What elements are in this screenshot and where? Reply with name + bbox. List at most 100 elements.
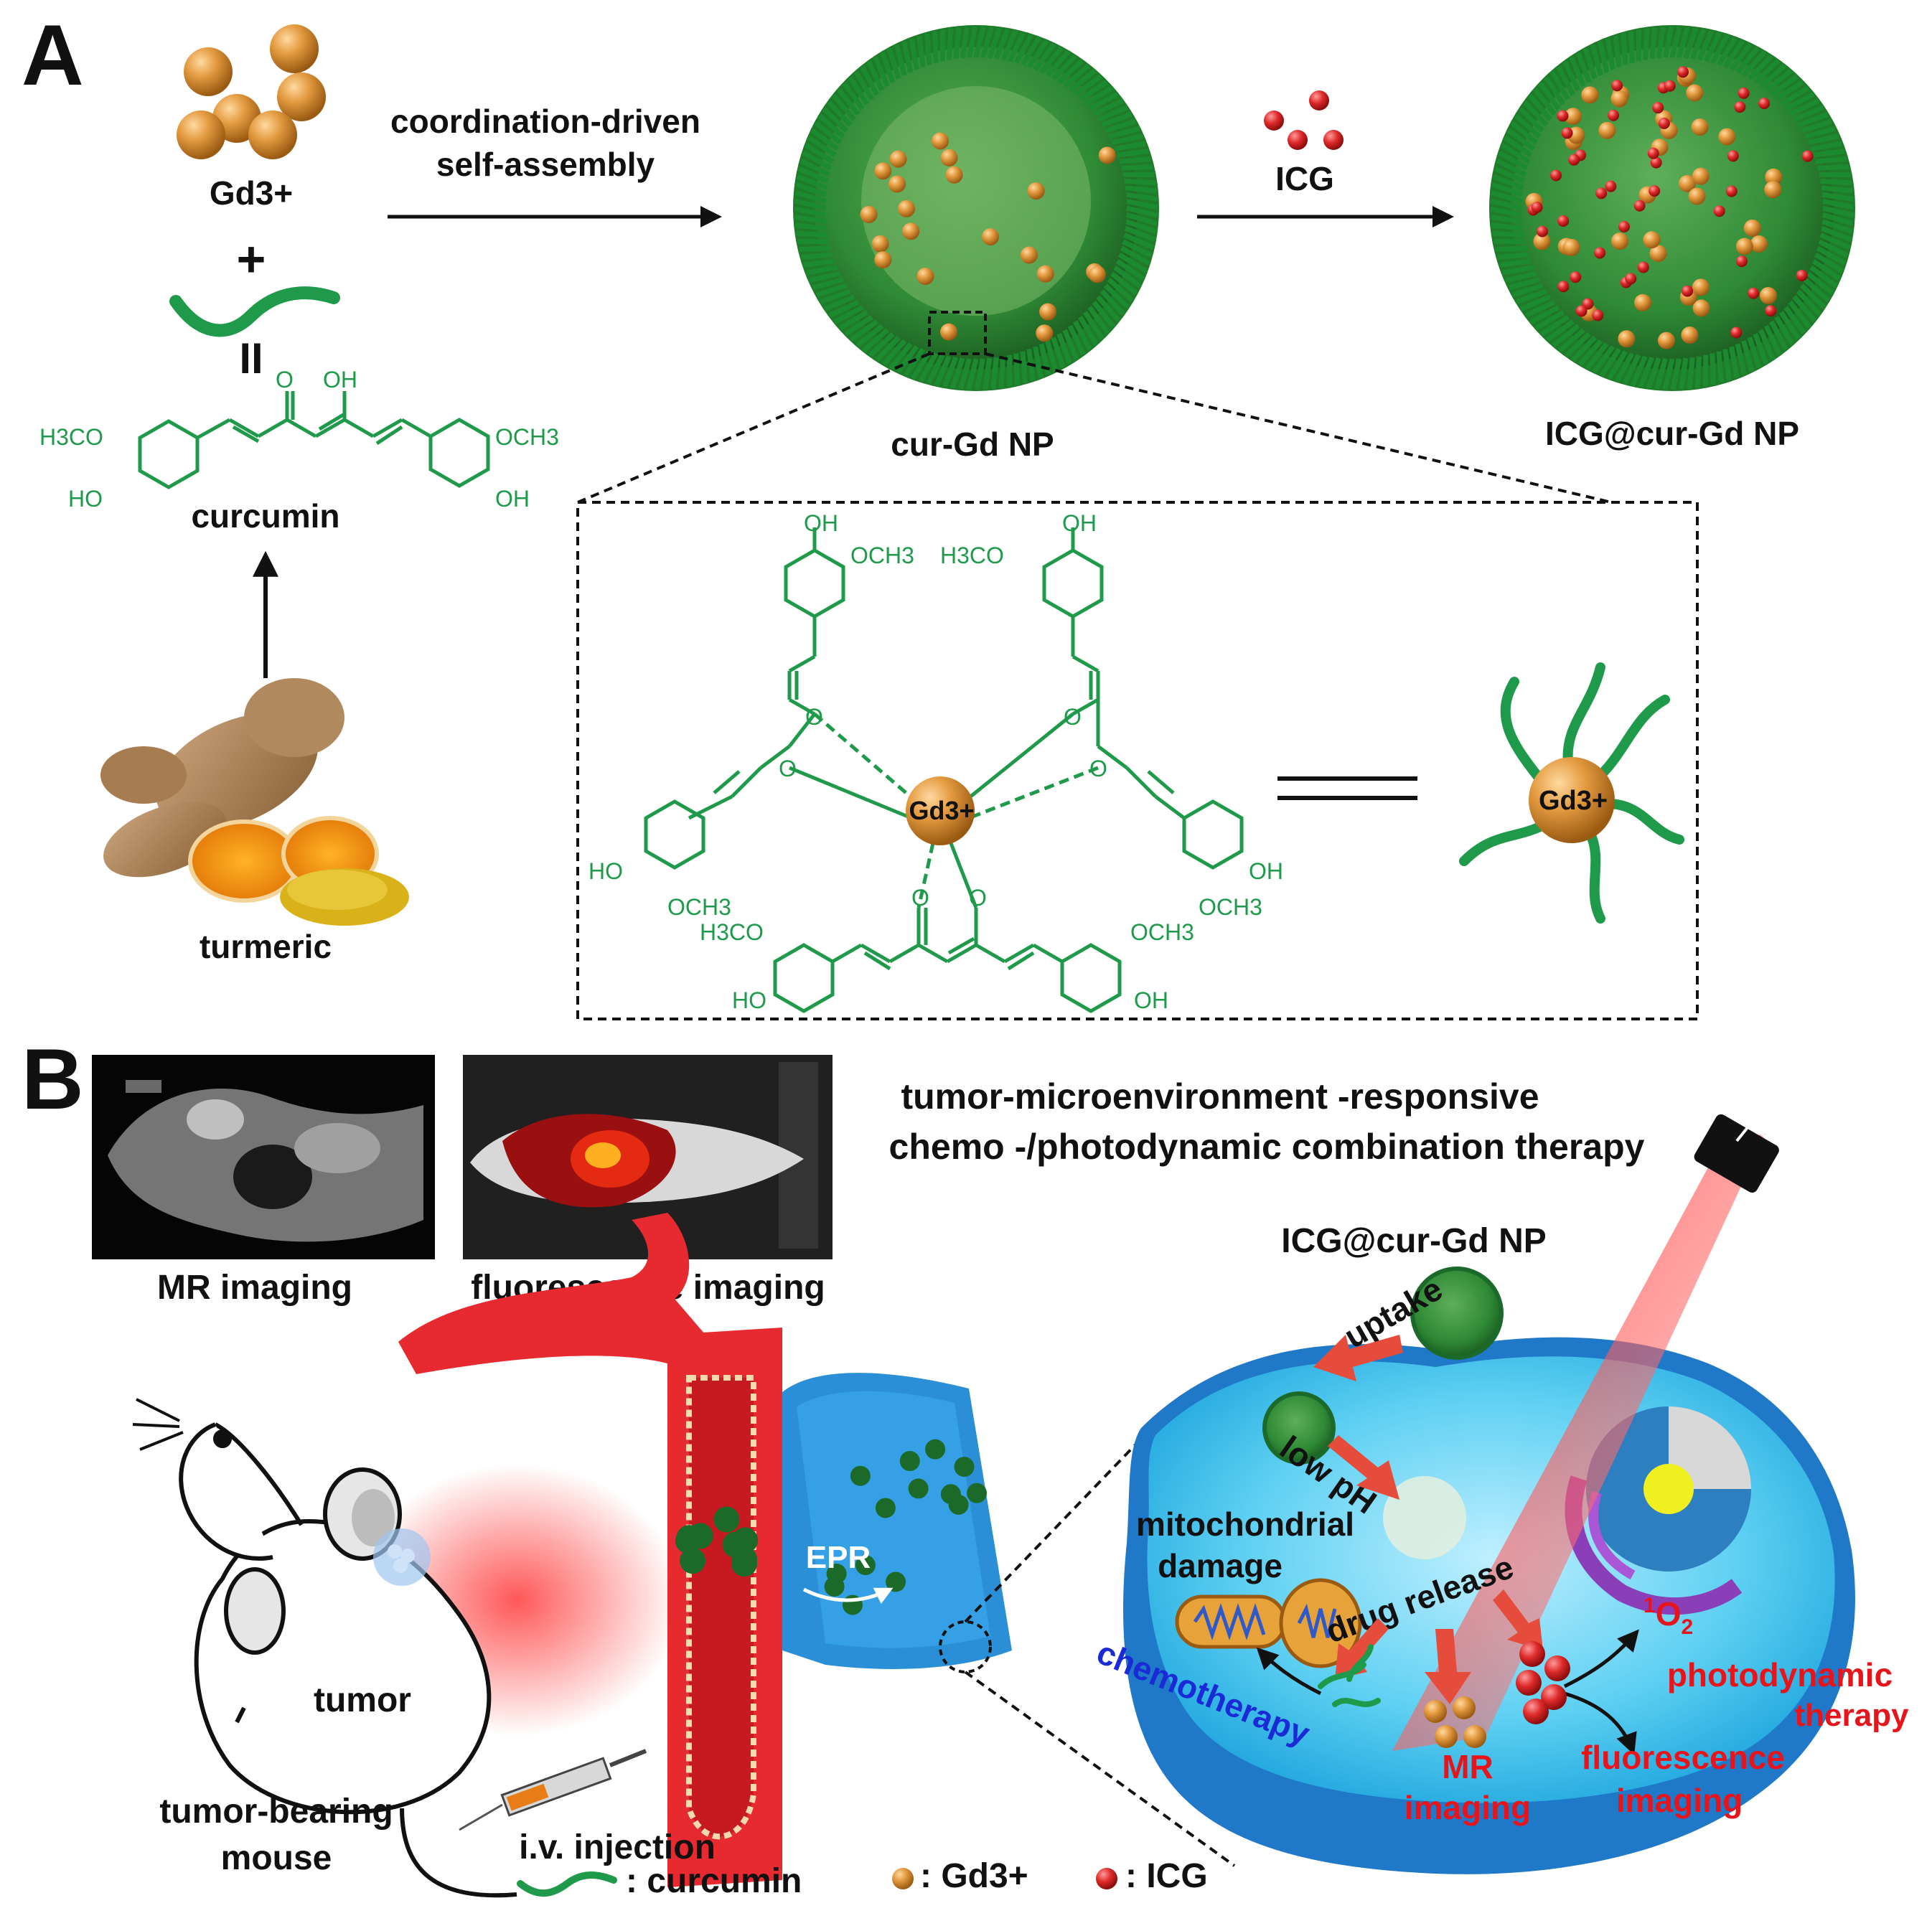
svg-text:OH: OH [323,367,357,393]
tumor-label: tumor [314,1681,411,1719]
epr-arrow [802,1587,894,1605]
cur-gd-np-label: cur-Gd NP [891,426,1054,463]
released-gd [1424,1696,1486,1748]
equals-sign: II [239,334,263,382]
legend-curcumin-icon [517,1871,617,1897]
svg-text:HO: HO [68,486,103,512]
panel-a-label: A [22,7,84,103]
gd-ion-label: Gd3+ [210,174,293,212]
mr-image [92,1055,435,1259]
epr-label: EPR [806,1540,871,1575]
svg-text:O: O [805,704,823,730]
fluorescence-label-line1: fluorescence [1581,1739,1785,1776]
complex-gd-label: Gd3+ [909,796,974,825]
svg-text:OCH3: OCH3 [667,894,731,920]
photodynamic-label: photodynamic [1667,1656,1893,1694]
svg-text:H3CO: H3CO [39,424,103,450]
tissue-zoom-circle [939,1620,992,1673]
svg-text:O: O [969,885,987,911]
gd-ions-group [177,24,326,159]
zoom-box [928,311,987,355]
laser-source [1392,1114,1779,1751]
svg-text:H3CO: H3CO [940,542,1004,568]
zoom-line-right [985,352,1612,504]
svg-text:HO: HO [588,858,623,884]
legend-gd-text: : Gd3+ [920,1857,1028,1895]
fluorescence-image [463,1055,833,1259]
tumor-tissue [782,1373,1012,1673]
arrow-to-1o2 [1563,1629,1639,1688]
svg-text:O: O [1089,756,1107,781]
legend: : curcumin : Gd3+ : ICG [517,1857,1208,1900]
svg-text:Gd3+: Gd3+ [1539,786,1608,816]
blood-vessel [352,1213,782,1887]
svg-text:OCH3: OCH3 [1199,894,1262,920]
icg-dots-group [1264,90,1344,150]
legend-curcumin-text: : curcumin [626,1862,802,1900]
mouse-label-line1: tumor-bearing [159,1793,393,1831]
therapy-label: therapy [1795,1698,1909,1733]
cell-np-label: ICG@cur-Gd NP [1281,1222,1547,1260]
svg-text:OCH3: OCH3 [1130,919,1194,945]
released-curcumin [1318,1644,1381,1707]
mr-imaging-label-line1: MR [1442,1748,1493,1785]
svg-text:OH: OH [1249,858,1283,884]
legend-icg-text: : ICG [1125,1857,1208,1895]
svg-text:HO: HO [732,987,766,1013]
legend-icg-icon [1096,1868,1117,1889]
svg-text:OH: OH [804,510,838,536]
turmeric-image [100,678,409,926]
surface-np [1262,1267,1504,1559]
svg-text:O: O [1064,704,1082,730]
heading-line2: chemo -/photodynamic combination therapy [889,1127,1645,1167]
curcumin-structure [138,391,490,489]
svg-text:OH: OH [1062,510,1097,536]
panel-b-label: B [22,1031,84,1127]
icg-label: ICG [1275,160,1334,197]
step1-label-line1: coordination-driven [390,103,700,140]
cell-zoom-line-bottom [964,1671,1236,1867]
complex-box [576,501,1699,1020]
zoom-line-left [577,352,930,504]
mouse-illustration [132,1398,517,1898]
curcumin-label: curcumin [191,497,339,535]
mouse-label-line2: mouse [221,1839,332,1877]
tumor-spot [373,1528,431,1586]
simplified-complex: Gd3+ [1459,662,1684,924]
mito-label-line1: mitochondrial [1136,1505,1354,1543]
mito-label-line2: damage [1158,1547,1282,1584]
singlet-oxygen-label: 1O2 [1643,1594,1693,1639]
released-icg [1516,1641,1570,1724]
cur-gd-np-sphere [793,25,1159,391]
complex-atom-labels: OH OCH3 OH H3CO HO OCH3 OH OCH3 H3CO HO … [588,510,1283,1013]
injection-label: i.v. injection [519,1828,716,1866]
turmeric-label: turmeric [200,928,332,965]
complex-gd-center [906,776,975,845]
svg-text:OH: OH [1134,987,1168,1013]
svg-text:OCH3: OCH3 [495,424,559,450]
curcumin-atom-labels: H3CO HO O OH OCH3 OH [39,367,559,512]
heading-line1: tumor-microenvironment -responsive [901,1076,1539,1117]
syringe [459,1749,647,1831]
icg-cur-gd-np-sphere [1489,25,1855,391]
svg-text:O: O [911,885,929,911]
curcumin-squiggle-icon [169,286,340,337]
svg-text:OH: OH [495,486,530,512]
process-arrows [1313,1335,1543,1704]
svg-text:O: O [779,756,797,781]
legend-gd-icon [892,1868,914,1889]
step1-label-line2: self-assembly [436,146,655,183]
mr-imaging-label-line2: imaging [1405,1789,1531,1826]
mr-imaging-caption: MR imaging [157,1269,352,1307]
equivalence-sign [1277,776,1417,800]
arrow-to-mito [1256,1647,1322,1696]
arrow-to-fluorescence [1564,1691,1637,1755]
fluorescence-label-line2: imaging [1616,1782,1743,1819]
svg-text:O: O [276,367,294,393]
icg-cur-gd-np-label: ICG@cur-Gd NP [1545,415,1799,452]
svg-text:OCH3: OCH3 [850,542,914,568]
gd-curcumin-complex [644,527,1244,1013]
plus-sign: + [237,231,266,287]
svg-text:H3CO: H3CO [700,919,764,945]
